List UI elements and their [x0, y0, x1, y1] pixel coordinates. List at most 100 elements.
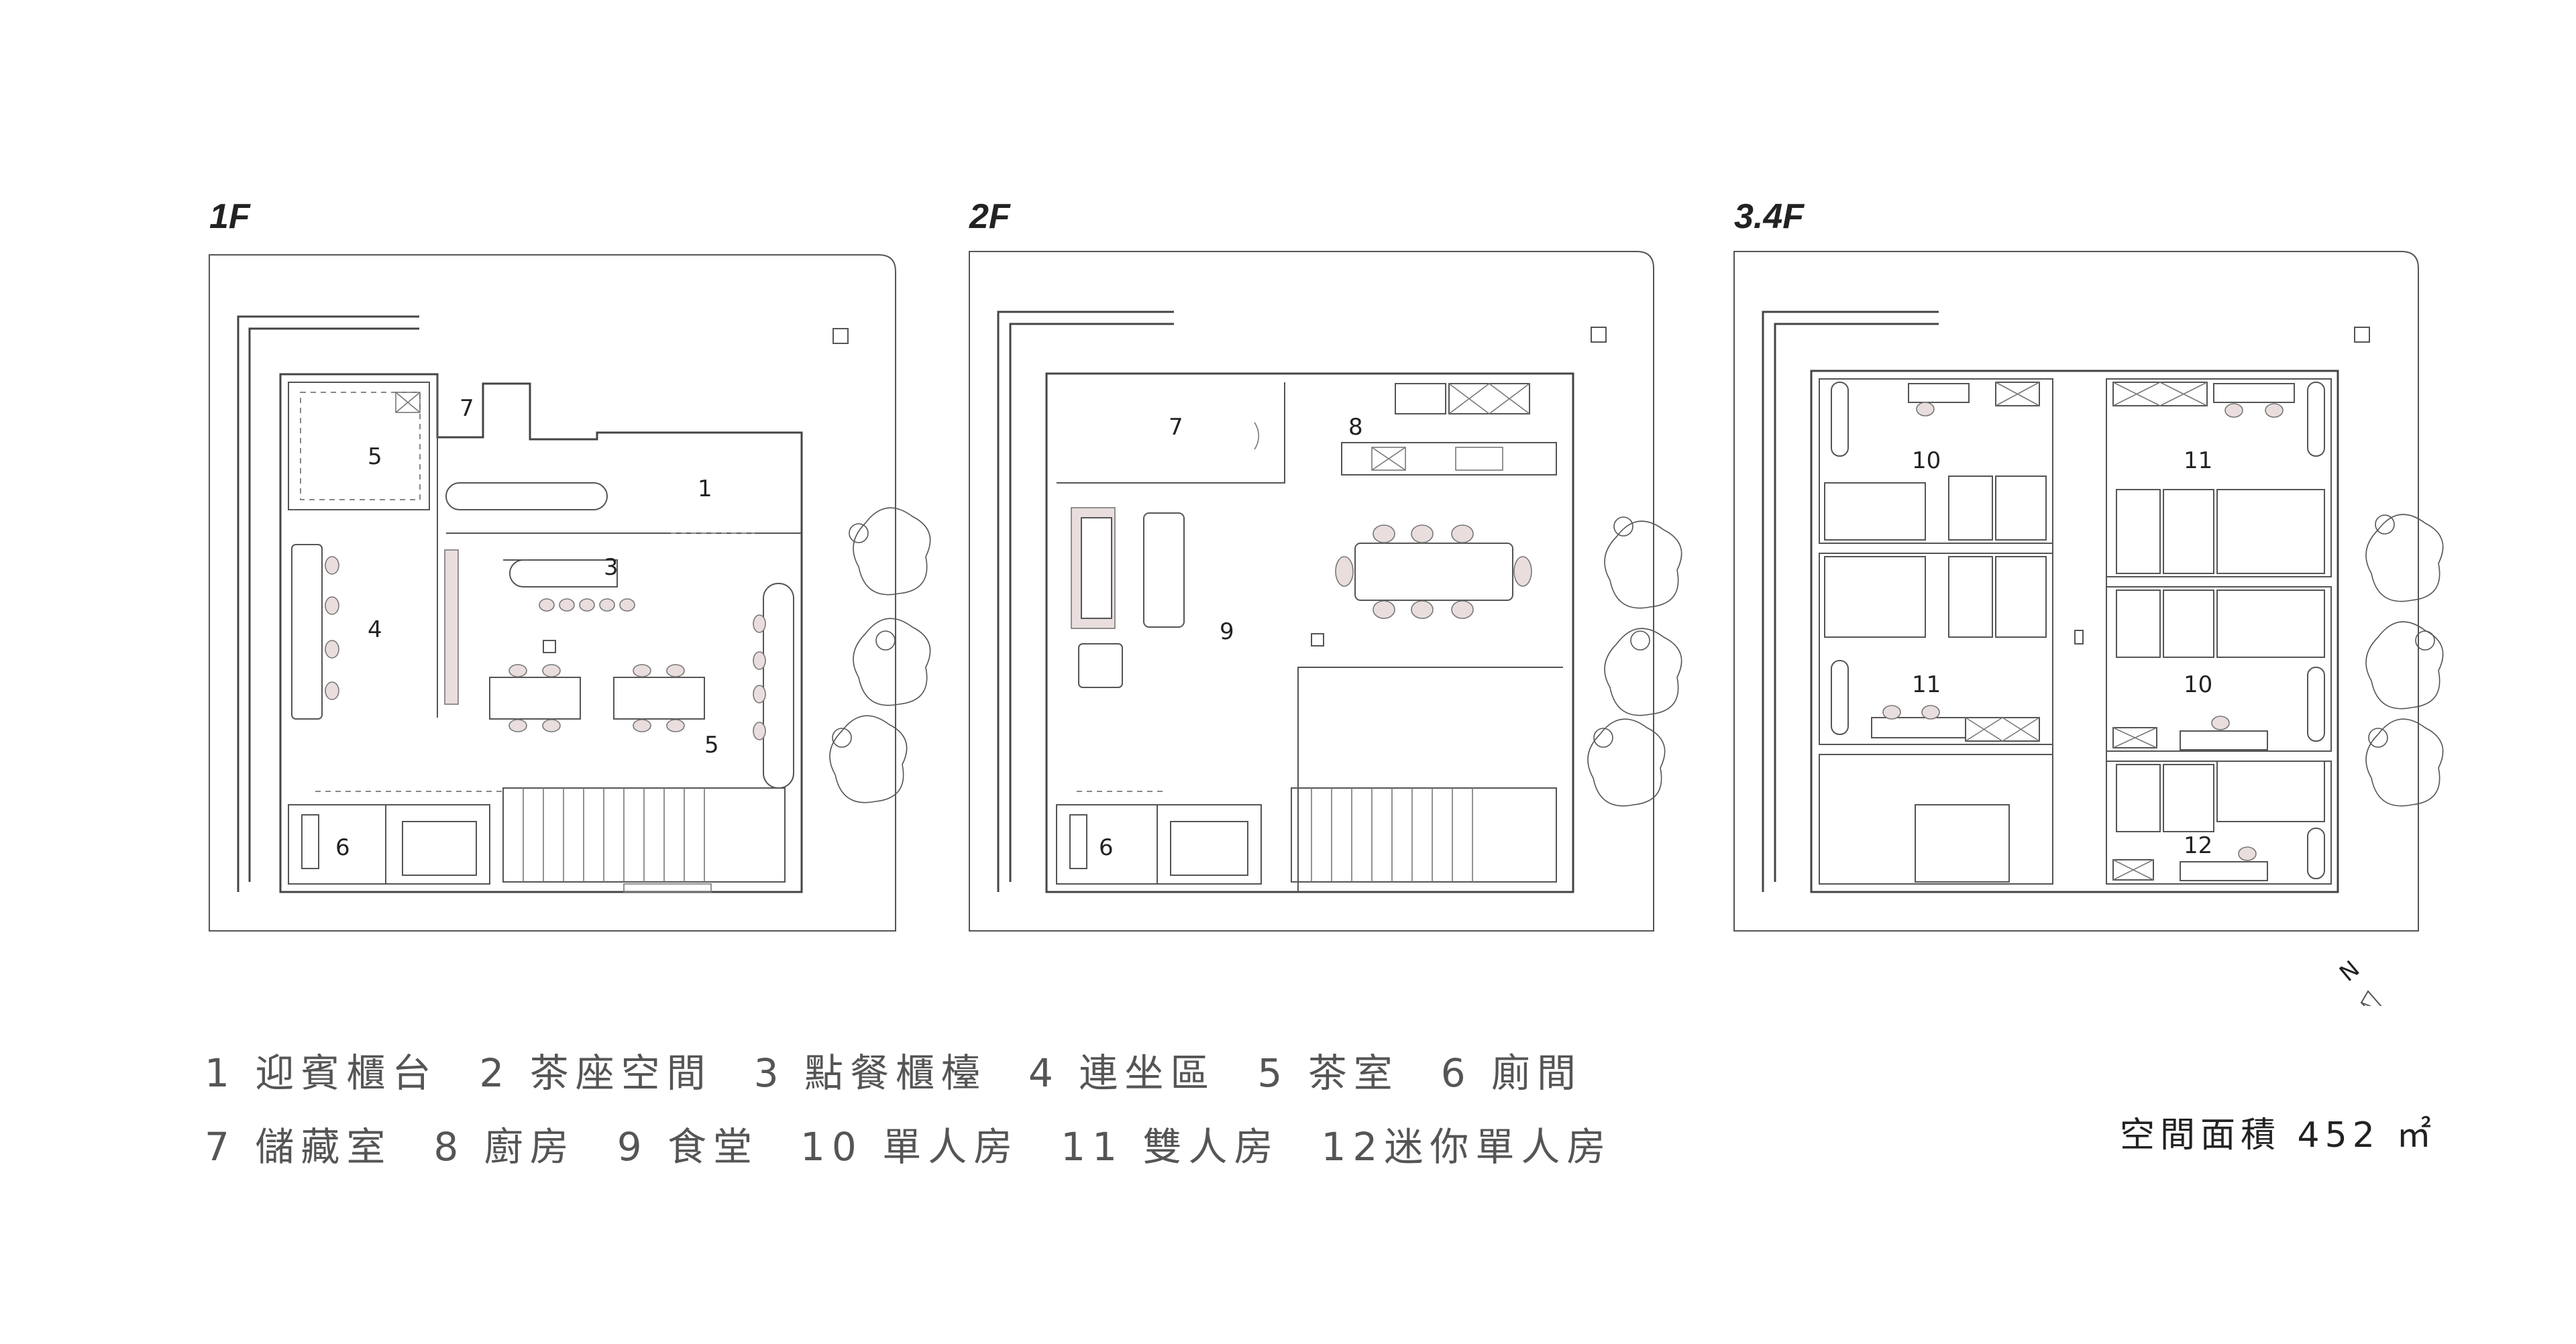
boundary-wall [1762, 311, 1939, 892]
sink [1170, 821, 1248, 876]
shelf [1831, 382, 1849, 457]
bench [291, 544, 323, 720]
tea-room-dash [300, 392, 421, 500]
sink [1455, 447, 1503, 471]
coffee-table [1143, 512, 1185, 628]
room-label: 1 [698, 475, 712, 502]
wardrobe-mark [1965, 717, 2040, 742]
bath [2116, 764, 2161, 832]
wardrobe [2112, 382, 2208, 406]
legend-item: 8 廚房 [433, 1124, 576, 1170]
legend-item: 3 點餐櫃檯 [753, 1050, 987, 1096]
shelf [2307, 828, 2325, 879]
chair [1882, 705, 1901, 720]
reception-counter [445, 482, 608, 510]
bench-seats [325, 556, 339, 700]
room-label: 3 [604, 554, 619, 581]
room-10-right [2106, 586, 2332, 752]
floor-title-3-4f: 3.4F [1734, 197, 1805, 236]
bath [1948, 475, 1993, 541]
shelf [2307, 382, 2325, 457]
bed [2216, 590, 2325, 658]
room-label: 4 [368, 616, 382, 643]
site-outline [969, 251, 1654, 932]
plan-2f: 2F 6 7 [969, 197, 1654, 932]
dining-table [1354, 543, 1513, 601]
site-outline [1733, 251, 2419, 932]
toilets [1056, 804, 1262, 885]
stove-marks [1448, 383, 1530, 414]
legend: 1 迎賓櫃台 2 茶座空間 3 點餐櫃檯 4 連坐區 5 茶室 6 廁間 7 儲… [205, 1033, 1680, 1180]
shower [2163, 590, 2214, 658]
desk [1908, 383, 1970, 403]
sink [1915, 804, 2010, 883]
plan-1f: 1F [209, 197, 896, 932]
chair [1921, 705, 1940, 720]
legend-item: 4 連坐區 [1028, 1050, 1216, 1096]
staircase [502, 787, 786, 883]
room-label: 6 [1099, 834, 1114, 861]
bed [1824, 482, 1926, 541]
toilets [288, 804, 490, 885]
desk [2180, 861, 2268, 881]
shelf [1831, 660, 1849, 735]
trees [829, 507, 931, 803]
room-label: 5 [368, 443, 382, 470]
floor-title-1f: 1F [209, 197, 251, 236]
sink-mark [1371, 447, 1406, 471]
chair [2211, 716, 2230, 730]
column [2074, 630, 2084, 645]
legend-item: 1 迎賓櫃台 [205, 1050, 438, 1096]
bath [2116, 590, 2161, 658]
wardrobe-mark [2112, 859, 2154, 881]
sink [1371, 447, 1406, 471]
kitchen-counter [1341, 442, 1557, 475]
table [489, 677, 581, 720]
legend-item: 7 儲藏室 [205, 1124, 392, 1170]
room-label: 5 [704, 732, 719, 759]
plan-3-4f: 3.4F [1733, 197, 2419, 932]
bed [2216, 761, 2325, 822]
room-label: 10 [2184, 671, 2212, 698]
floor-title-2f: 2F [969, 197, 1011, 236]
toilet [1069, 814, 1087, 869]
bath [2116, 489, 2161, 574]
door-swing [1254, 422, 1259, 450]
void-outline [1297, 667, 1563, 892]
column [1591, 327, 1607, 343]
building-outline [279, 373, 803, 893]
legend-item: 10 單人房 [800, 1124, 1020, 1170]
wardrobe-mark [1995, 382, 2040, 406]
site-outline [209, 254, 896, 932]
wardrobe-mark [2112, 727, 2157, 748]
tea-room [288, 382, 430, 510]
chair [2224, 403, 2243, 418]
chair [1916, 402, 1935, 416]
side-table [1078, 643, 1123, 688]
room-label: 6 [335, 834, 350, 861]
desk [2180, 730, 2268, 750]
divider-panel [444, 549, 459, 705]
room-label: 11 [2184, 447, 2212, 474]
order-counter [503, 559, 618, 587]
sofa-cushions [1081, 517, 1112, 619]
chairs [508, 664, 561, 732]
room-label: 12 [2184, 832, 2212, 859]
room-label: 11 [1912, 671, 1941, 698]
room-label: 7 [460, 395, 474, 422]
legend-item: 9 食堂 [616, 1124, 759, 1170]
boundary-wall [997, 311, 1174, 892]
legend-item: 2 茶座空間 [479, 1050, 712, 1096]
chair [2238, 846, 2257, 861]
legend-row-2: 7 儲藏室 8 廚房 9 食堂 10 單人房 11 雙人房 12迷你單人房 [205, 1107, 1680, 1180]
legend-item: 12迷你單人房 [1321, 1124, 1613, 1170]
wardrobe-mark [2112, 382, 2208, 406]
shower [2163, 764, 2214, 832]
stools [539, 598, 635, 612]
room-11-left [1819, 553, 2053, 745]
shower [2163, 489, 2214, 574]
sink [402, 821, 477, 876]
entrance [623, 883, 712, 893]
desk [1871, 717, 1966, 738]
storage-box [395, 392, 421, 413]
